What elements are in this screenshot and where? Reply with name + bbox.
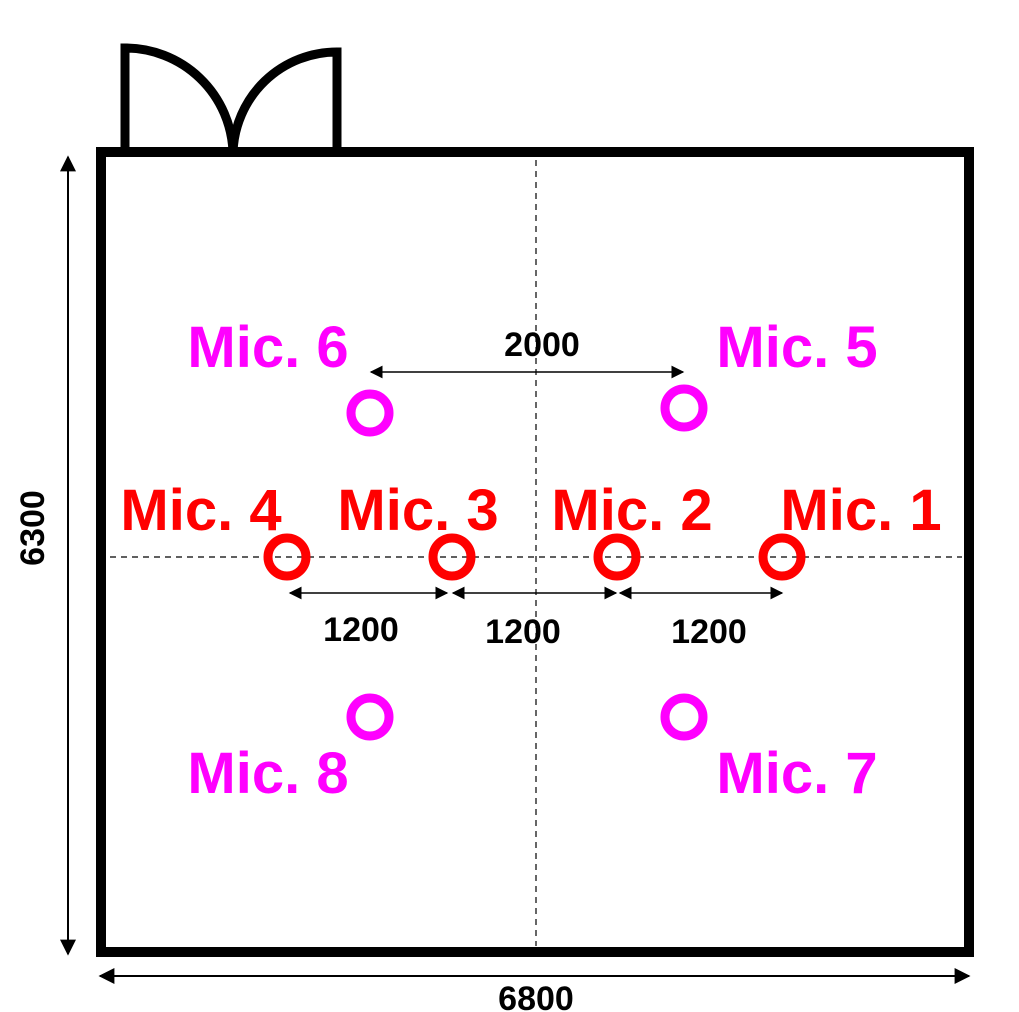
mic-label: Mic. 8 [187,741,348,806]
mic-label: Mic. 2 [551,478,712,543]
mic-label: Mic. 6 [187,315,348,380]
mic-7: Mic. 7 [660,693,878,806]
mic-3: Mic. 3 [337,478,499,581]
mic-1: Mic. 1 [758,478,942,581]
mic-ring-icon [263,533,311,581]
mic-label: Mic. 4 [120,478,281,543]
mic-label: Mic. 1 [780,478,941,543]
mic-label: Mic. 7 [716,741,877,806]
outer-spacing-label: 2000 [504,326,580,364]
width-label: 6800 [498,980,574,1012]
mic-8: Mic. 8 [187,693,394,806]
mic-5: Mic. 5 [660,315,878,432]
inner-spacing-label-a: 1200 [323,611,399,649]
mic-6: Mic. 6 [187,315,394,437]
room-walls [96,147,974,957]
mic-ring-icon [660,693,708,741]
mic-label: Mic. 5 [716,315,877,380]
mic-ring-icon [758,533,806,581]
mic-label: Mic. 3 [337,478,498,543]
mic-2: Mic. 2 [551,478,713,581]
mic-ring-icon [346,693,394,741]
inner-spacing-label-b: 1200 [485,613,561,651]
depth-label: 6300 [14,490,52,566]
double-door-icon [120,43,342,153]
mic-ring-icon [660,384,708,432]
mic-ring-icon [346,389,394,437]
mic-ring-icon [593,533,641,581]
mic-4: Mic. 4 [120,478,311,581]
inner-spacing-label-c: 1200 [671,613,747,651]
mic-ring-icon [428,533,476,581]
